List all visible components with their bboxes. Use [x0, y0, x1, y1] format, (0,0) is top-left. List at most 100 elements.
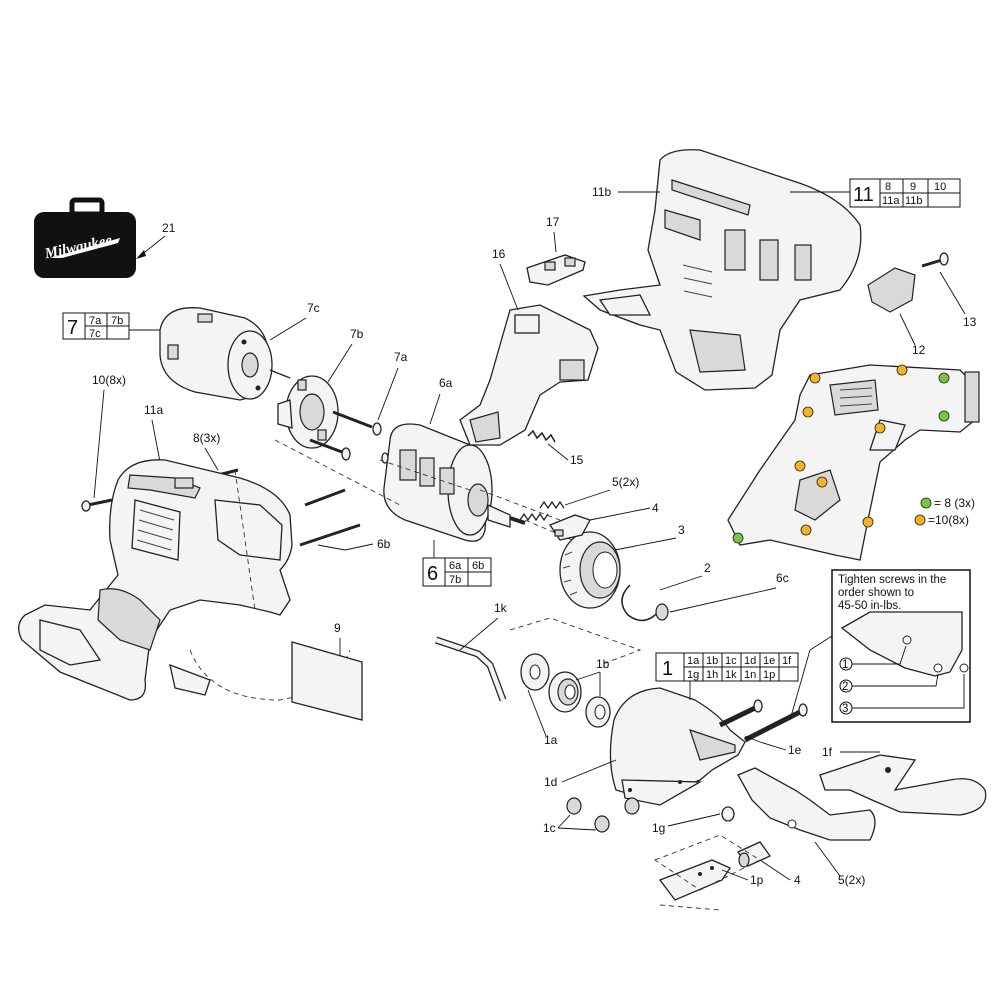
- part-spacer-1g: [721, 806, 735, 822]
- kit-1-cell: 1p: [763, 669, 775, 681]
- callout-10: 10(8x): [92, 373, 126, 387]
- kit-1-cell: 1h: [706, 669, 718, 681]
- callout-6a: 6a: [439, 376, 453, 390]
- legend-green-dot: [920, 497, 932, 509]
- kit-1-cell: 1g: [687, 669, 699, 681]
- kit-6-cell: 6a: [449, 560, 462, 572]
- callout-13: 13: [963, 315, 977, 329]
- callout-12: 12: [912, 343, 926, 357]
- callout-7c: 7c: [307, 301, 320, 315]
- callout-16: 16: [492, 247, 506, 261]
- inset-step-3: 3: [842, 703, 848, 715]
- tool-case-logo: Milwaukee: [34, 197, 136, 278]
- part-bearing-1b: [548, 671, 611, 728]
- part-screw-10: [81, 498, 113, 512]
- kit-11-cell: 8: [885, 181, 891, 193]
- screw-dot-orange: [816, 476, 828, 488]
- screw-dot-orange: [874, 422, 886, 434]
- kit-1-cell: 1n: [744, 669, 756, 681]
- part-screws-7a: [309, 410, 382, 461]
- part-switch-16: [459, 304, 599, 446]
- callout-1p: 1p: [750, 873, 764, 887]
- part-spring-clip-2: [621, 584, 661, 622]
- kit-11-cell: 11a: [882, 195, 900, 207]
- part-nose-cover-1d: [609, 687, 746, 806]
- screw-dot-green: [732, 532, 744, 544]
- screw-dot-orange: [802, 406, 814, 418]
- kit-6-cell: 7b: [449, 574, 461, 586]
- callout-3: 3: [678, 523, 685, 537]
- kit-7-cell: 7b: [111, 315, 123, 327]
- part-collar-3: [559, 531, 621, 609]
- part-pin-1n: [737, 841, 771, 868]
- callout-1g: 1g: [652, 821, 665, 835]
- screw-legend: = 8 (3x) =10(8x): [914, 496, 975, 527]
- part-housing-left-11a: [18, 459, 293, 701]
- callout-1h: 5(2x): [838, 873, 865, 887]
- kit-7-table: 7 7a 7b 7c: [62, 312, 130, 340]
- kit-7-cell: 7c: [89, 328, 101, 340]
- part-hex-key-1k: [434, 636, 507, 702]
- part-lever-1h: [737, 767, 876, 841]
- screw-dot-orange: [809, 372, 821, 384]
- part-endbell-7b: [277, 375, 339, 449]
- kit-6-main: 6: [427, 563, 438, 585]
- screw-dot-green: [938, 410, 950, 422]
- kit-1-cell: 1d: [744, 655, 756, 667]
- kit-1-table: 1 1a 1b 1c 1d 1e 1f 1g 1h 1k 1n 1p: [655, 652, 799, 682]
- screw-dot-orange: [896, 364, 908, 376]
- part-screw-13: [921, 252, 949, 268]
- callout-1f: 1f: [822, 745, 833, 759]
- part-gearbox-6a: [383, 423, 526, 542]
- kit-11-main: 11: [853, 184, 874, 206]
- callout-21: 21: [162, 221, 176, 235]
- part-label-plate-9: [291, 641, 363, 721]
- legend-green-label: = 8 (3x): [934, 496, 975, 510]
- kit-1-cell: 1f: [782, 655, 792, 667]
- callout-1k: 1k: [494, 601, 508, 615]
- callout-4: 4: [652, 501, 659, 515]
- part-spring-15: [527, 429, 556, 443]
- kit-1-cell: 1e: [763, 655, 775, 667]
- kit-1-cell: 1k: [725, 669, 737, 681]
- kit-11-cell: 10: [934, 181, 946, 193]
- kit-6-cell: 6b: [472, 560, 484, 572]
- part-nuts-1c: [566, 797, 640, 833]
- part-washer-1a: [520, 653, 550, 691]
- kit-1-main: 1: [662, 658, 673, 680]
- callout-8: 8(3x): [193, 431, 220, 445]
- callout-11b: 11b: [592, 185, 611, 199]
- inset-step-2: 2: [842, 681, 848, 693]
- assembled-housing: [727, 364, 980, 561]
- part-washer-6c: [655, 603, 669, 621]
- kit-6-table: 6 6a 6b 7b: [422, 557, 492, 587]
- callout-6b: 6b: [377, 537, 391, 551]
- kit-11-cell: 11b: [905, 195, 923, 207]
- inset-line-3: 45-50 in-lbs.: [838, 600, 901, 612]
- callout-1c: 1c: [543, 821, 556, 835]
- inset-step-1: 1: [842, 659, 848, 671]
- callout-1a: 1a: [544, 733, 558, 747]
- callout-7b: 7b: [350, 327, 364, 341]
- kit-11-table: 11 8 9 10 11a 11b: [849, 178, 961, 208]
- kit-7-main: 7: [67, 317, 78, 339]
- part-bracket-12: [867, 267, 916, 313]
- callout-1d: 1d: [544, 775, 557, 789]
- legend-orange-dot: [914, 514, 926, 526]
- part-jaw-1f: [819, 754, 987, 816]
- callout-11a: 11a: [144, 403, 163, 417]
- part-motor-7c: [159, 307, 291, 401]
- part-blade-1p: [658, 859, 731, 901]
- screw-dot-orange: [800, 524, 812, 536]
- part-housing-right-11b: [582, 149, 862, 391]
- callout-9: 9: [334, 621, 341, 635]
- kit-1-cell: 1a: [687, 655, 700, 667]
- part-springs-5: [519, 500, 565, 522]
- callout-7a: 7a: [394, 350, 408, 364]
- part-spring-plate-4: [549, 514, 591, 541]
- callout-1n: 4: [794, 873, 801, 887]
- callout-1e: 1e: [788, 743, 802, 757]
- callout-1b: 1b: [596, 657, 610, 671]
- kit-1-cell: 1c: [725, 655, 737, 667]
